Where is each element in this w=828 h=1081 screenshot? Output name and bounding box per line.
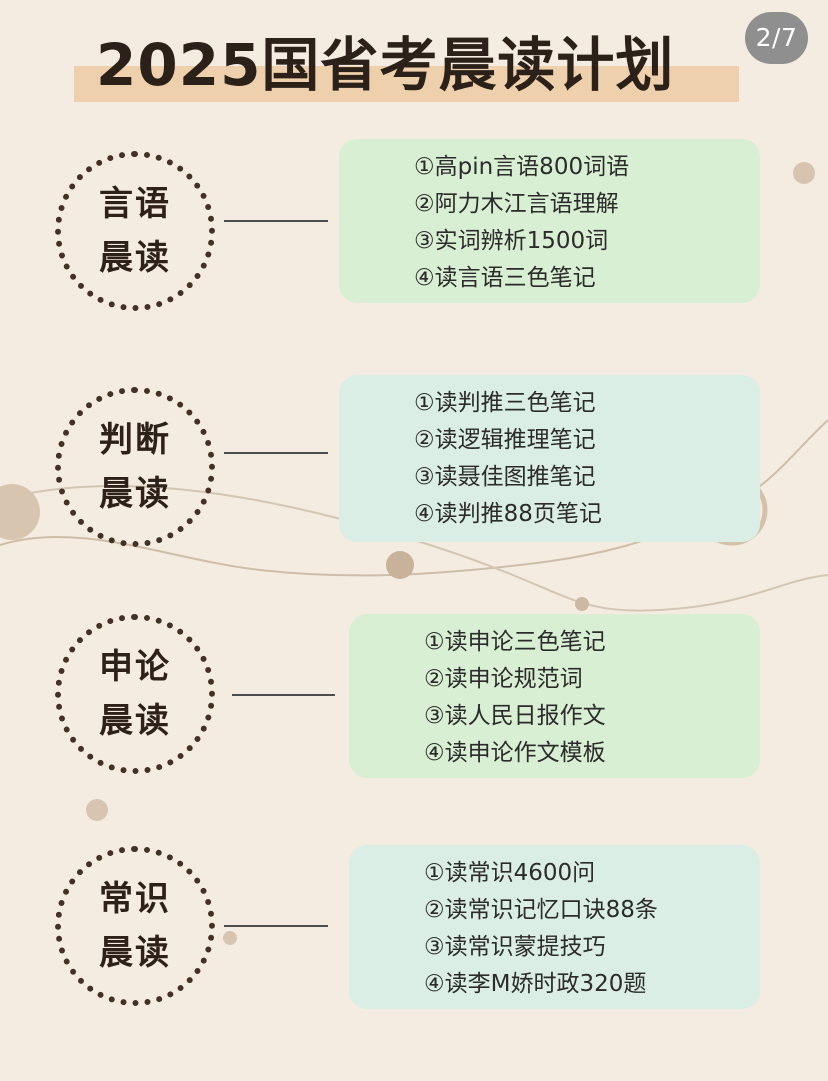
decor-dot-top-right [793,162,815,184]
decor-dot-mid-left [86,799,108,821]
list-item: ②读逻辑推理笔记 [414,427,596,453]
section-label-panduan: 判断 晨读 [55,387,215,547]
list-item: ④读李M娇时政320题 [424,971,647,997]
list-item: ④读判推88页笔记 [414,501,602,527]
list-item: ③读常识蒙提技巧 [424,934,606,960]
page-indicator: 2/7 [745,12,808,64]
list-item: ③实词辨析1500词 [414,228,609,254]
section-card-panduan: ①读判推三色笔记 ②读逻辑推理笔记 ③读聂佳图推笔记 ④读判推88页笔记 [339,375,760,542]
list-item: ③读人民日报作文 [424,703,606,729]
connector-line [224,452,328,454]
title-block: 2025国省考晨读计划 [74,27,739,109]
decor-dot-bottom-left [223,931,237,945]
section-label-line2: 晨读 [99,238,171,278]
list-item: ③读聂佳图推笔记 [414,464,596,490]
list-item: ④读言语三色笔记 [414,265,596,291]
list-item: ①读申论三色笔记 [424,629,606,655]
decor-dot-large-left [0,484,40,540]
section-label-line2: 晨读 [99,701,171,741]
section-label-line1: 言语 [99,184,171,224]
section-label-line2: 晨读 [99,474,171,514]
section-label-yanyu: 言语 晨读 [55,151,215,311]
list-item: ①读判推三色笔记 [414,390,596,416]
decor-dot-middle [386,551,414,579]
section-card-changshi: ①读常识4600问 ②读常识记忆口诀88条 ③读常识蒙提技巧 ④读李M娇时政32… [349,845,760,1009]
list-item: ②读申论规范词 [424,666,583,692]
connector-line [224,925,328,927]
list-item: ②阿力木江言语理解 [414,191,619,217]
title-highlight [74,66,739,102]
connector-line [232,694,335,696]
section-label-shenlun: 申论 晨读 [55,614,215,774]
section-card-shenlun: ①读申论三色笔记 ②读申论规范词 ③读人民日报作文 ④读申论作文模板 [349,614,760,778]
list-item: ②读常识记忆口诀88条 [424,897,658,923]
list-item: ④读申论作文模板 [424,740,606,766]
section-label-line1: 申论 [99,647,171,687]
section-label-line1: 判断 [99,420,171,460]
page-title: 2025国省考晨读计划 [96,31,675,99]
section-label-line2: 晨读 [99,933,171,973]
list-item: ①高pin言语800词语 [414,154,630,180]
list-item: ①读常识4600问 [424,860,596,886]
section-label-line1: 常识 [99,879,171,919]
section-card-yanyu: ①高pin言语800词语 ②阿力木江言语理解 ③实词辨析1500词 ④读言语三色… [339,139,760,303]
section-label-changshi: 常识 晨读 [55,846,215,1006]
decor-dot-small-middle [575,597,589,611]
connector-line [224,220,328,222]
